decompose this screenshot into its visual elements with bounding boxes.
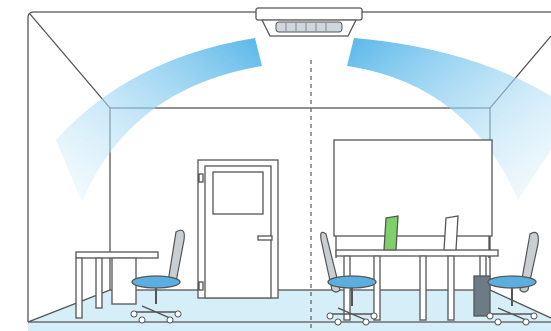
ceiling-cassette-icon xyxy=(256,8,362,36)
whiteboard-icon xyxy=(334,140,492,258)
monitor-green-icon xyxy=(384,216,398,250)
floor xyxy=(28,290,551,331)
monitor-white-icon xyxy=(444,216,458,250)
door-icon xyxy=(198,160,278,298)
